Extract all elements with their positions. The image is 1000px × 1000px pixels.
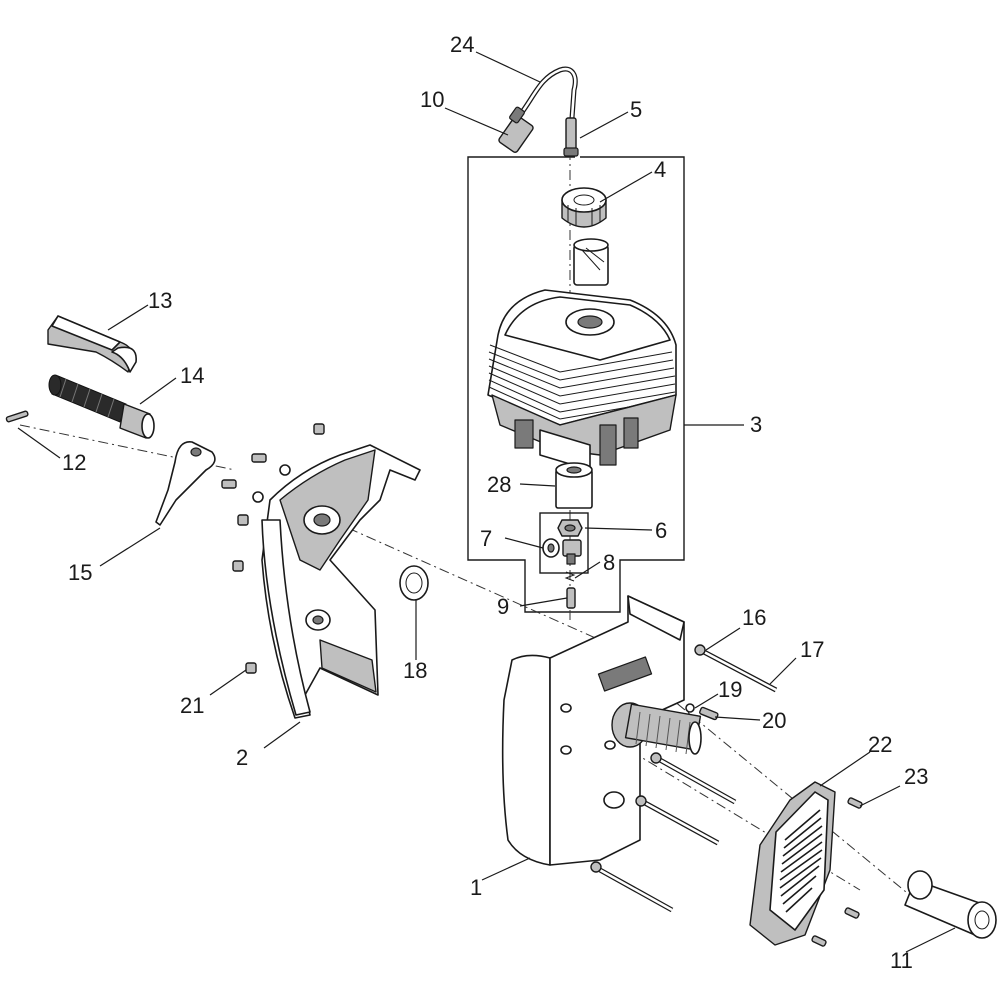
subassembly-bracket [539, 512, 589, 574]
callout-23: 23 [904, 764, 928, 789]
callout-5: 5 [630, 97, 642, 122]
callout-10: 10 [420, 87, 444, 112]
part-grille-screws [811, 797, 863, 947]
callout-13: 13 [148, 288, 172, 313]
callouts: 24 10 5 4 3 13 14 12 15 28 6 7 8 9 16 17… [62, 32, 928, 973]
assembly-3-bracket [467, 156, 685, 613]
part-bushing [555, 462, 593, 509]
callout-14: 14 [180, 363, 204, 388]
part-handle-grip [48, 374, 155, 439]
callout-11: 11 [890, 948, 913, 973]
callout-28: 28 [487, 472, 511, 497]
part-fitting [562, 539, 582, 565]
part-bolts [590, 644, 778, 913]
callout-2: 2 [236, 745, 248, 770]
callout-4: 4 [654, 157, 666, 182]
callout-16: 16 [742, 605, 766, 630]
part-rubber-handle [904, 870, 997, 939]
part-sleeve [573, 238, 609, 286]
part-washer [542, 538, 560, 558]
callout-12: 12 [62, 450, 86, 475]
callout-22: 22 [868, 732, 892, 757]
callout-21: 21 [180, 693, 204, 718]
part-roll-pin [566, 587, 576, 609]
part-lever [155, 441, 216, 526]
callout-17: 17 [800, 637, 824, 662]
part-small-pin [5, 410, 29, 423]
part-housing [487, 289, 677, 471]
callout-19: 19 [718, 677, 742, 702]
callout-9: 9 [497, 594, 509, 619]
part-connector [498, 106, 534, 153]
part-cap [561, 187, 607, 228]
part-nut [557, 519, 583, 537]
callout-24: 24 [450, 32, 474, 57]
callout-8: 8 [603, 550, 615, 575]
part-grip-shell [47, 315, 137, 373]
part-spring [564, 571, 576, 582]
callout-20: 20 [762, 708, 786, 733]
part-cable [517, 66, 578, 119]
callout-6: 6 [655, 518, 667, 543]
part-grille-cover [749, 781, 836, 946]
part-screws-left [221, 423, 325, 674]
leader-lines [17, 51, 956, 953]
part-rear-housing [261, 444, 421, 719]
callout-7: 7 [480, 526, 492, 551]
part-front-housing [501, 595, 702, 866]
callout-15: 15 [68, 560, 92, 585]
part-ring [399, 565, 429, 601]
callout-3: 3 [750, 412, 762, 437]
part-pin [563, 117, 579, 157]
callout-18: 18 [403, 658, 427, 683]
callout-1: 1 [470, 875, 482, 900]
